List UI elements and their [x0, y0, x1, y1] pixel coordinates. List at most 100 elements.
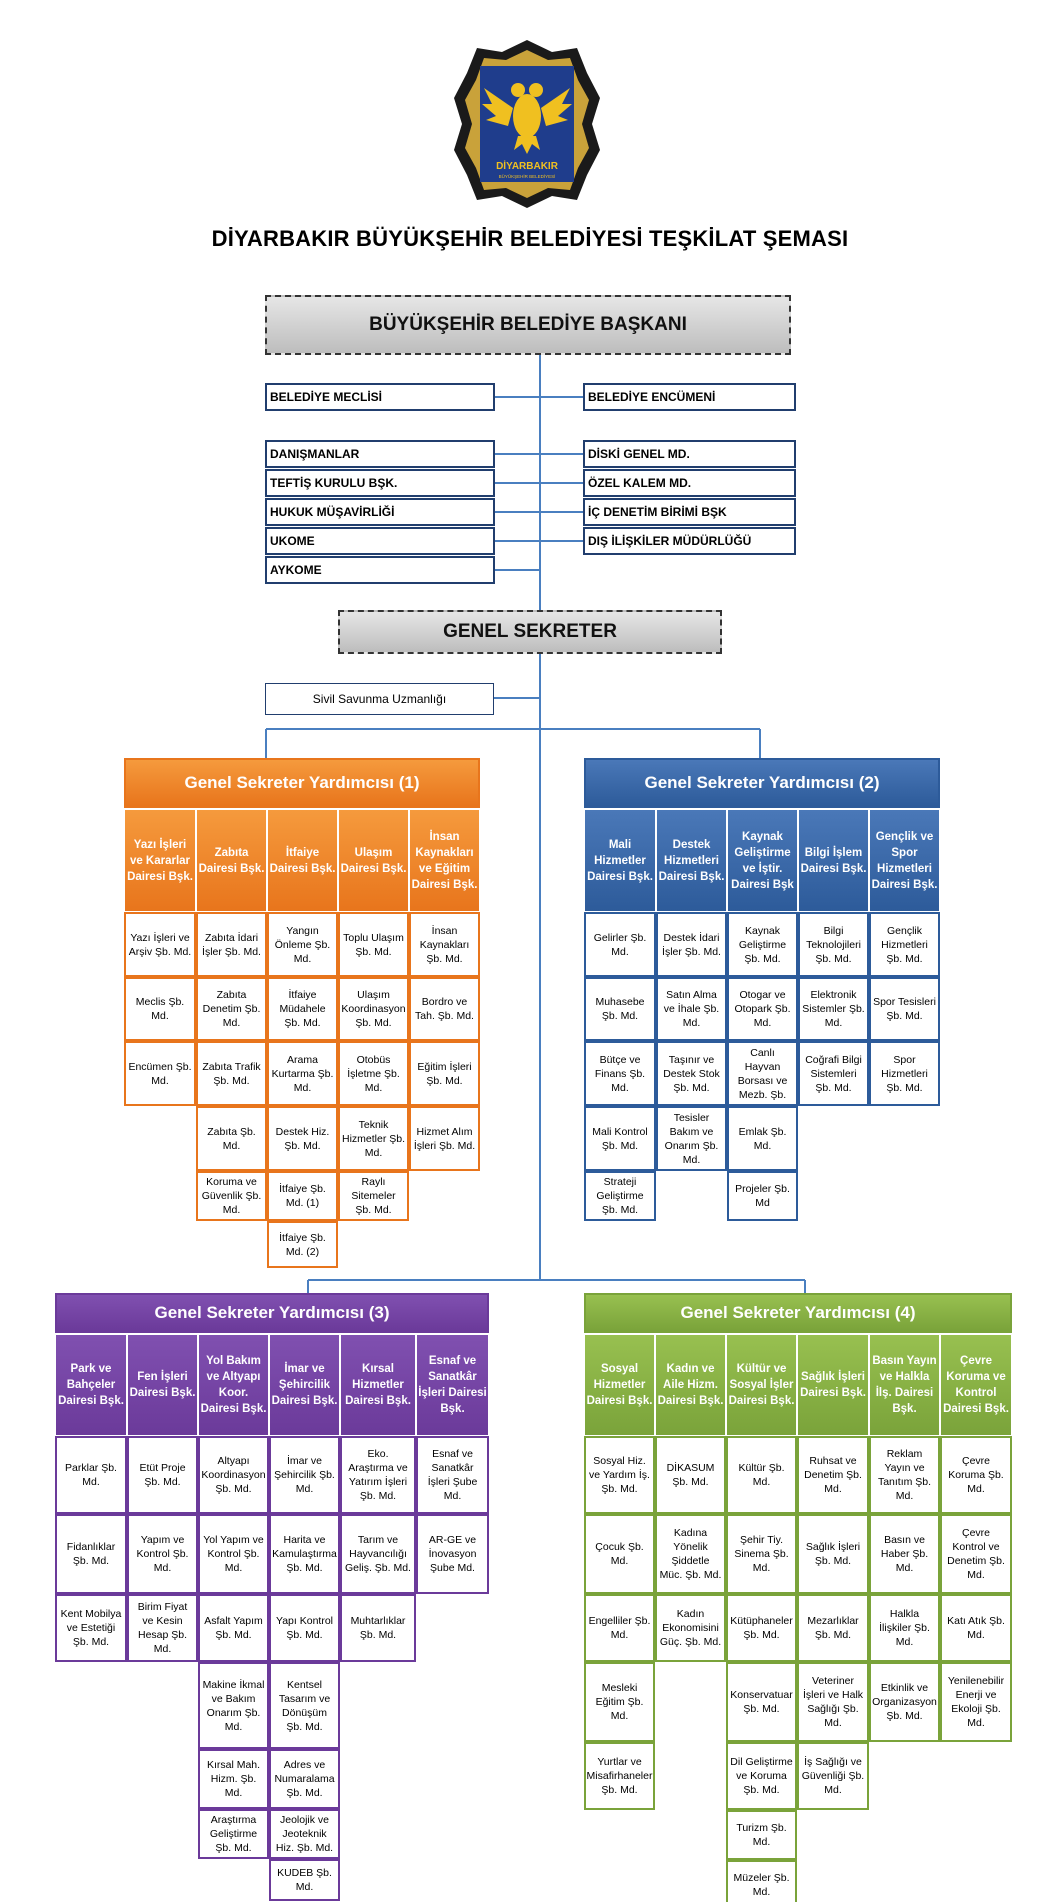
- department-header: Park ve Bahçeler Dairesi Bşk.: [55, 1333, 127, 1436]
- sub-unit-cell: Hizmet Alım İşleri Şb. Md.: [409, 1106, 480, 1171]
- sub-unit-cell: Sağlık İşleri Şb. Md.: [797, 1514, 869, 1594]
- logo-text: DİYARBAKIR: [496, 159, 559, 172]
- department-header: Bilgi İşlem Dairesi Bşk.: [798, 808, 869, 912]
- sub-unit-cell: Konservatuar Şb. Md.: [726, 1662, 797, 1742]
- sub-unit-cell: Halkla İlişkiler Şb. Md.: [869, 1594, 940, 1662]
- sub-unit-cell: Gençlik Hizmetleri Şb. Md.: [869, 912, 940, 977]
- sub-unit-cell: Şehir Tiy. Sinema Şb. Md.: [726, 1514, 797, 1594]
- department-header: İnsan Kaynakları ve Eğitim Dairesi Bşk.: [409, 808, 480, 912]
- sub-unit-cell: Otogar ve Otopark Şb. Md.: [727, 977, 798, 1041]
- sub-unit-cell: Makine İkmal ve Bakım Onarım Şb. Md.: [198, 1662, 269, 1749]
- sub-unit-cell: İmar ve Şehircilik Şb. Md.: [269, 1436, 340, 1514]
- deputy-secretary-box: Genel Sekreter Yardımcısı (2): [584, 758, 940, 808]
- sub-unit-cell: Kent Mobilya ve Estetiği Şb. Md.: [55, 1594, 127, 1662]
- sub-unit-cell: Taşınır ve Destek Stok Şb. Md.: [656, 1041, 727, 1106]
- sub-unit-cell: Kültür Şb. Md.: [726, 1436, 797, 1514]
- sub-unit-cell: AR-GE ve İnovasyon Şube Md.: [416, 1514, 489, 1594]
- sub-unit-cell: Zabıta Denetim Şb. Md.: [196, 977, 267, 1041]
- sub-unit-cell: Kentsel Tasarım ve Dönüşüm Şb. Md.: [269, 1662, 340, 1749]
- sub-unit-cell: Gelirler Şb. Md.: [584, 912, 656, 977]
- sub-unit-cell: Teknik Hizmetler Şb. Md.: [338, 1106, 409, 1171]
- sub-unit-cell: Muhtarlıklar Şb. Md.: [340, 1594, 416, 1662]
- sub-unit-cell: Asfalt Yapım Şb. Md.: [198, 1594, 269, 1662]
- department-header: Kadın ve Aile Hizm. Dairesi Bşk.: [655, 1333, 726, 1436]
- staff-unit-box: AYKOME: [265, 556, 495, 584]
- sub-unit-cell: Kütüphaneler Şb. Md.: [726, 1594, 797, 1662]
- sub-unit-cell: Yol Yapım ve Kontrol Şb. Md.: [198, 1514, 269, 1594]
- department-header: Gençlik ve Spor Hizmetleri Dairesi Bşk.: [869, 808, 940, 912]
- sub-unit-cell: Etkinlik ve Organizasyon Şb. Md.: [869, 1662, 940, 1742]
- sub-unit-cell: Muhasebe Şb. Md.: [584, 977, 656, 1041]
- staff-unit-box: DANIŞMANLAR: [265, 440, 495, 468]
- department-header: Yazı İşleri ve Kararlar Dairesi Bşk.: [124, 808, 196, 912]
- sub-unit-cell: Zabıta Trafik Şb. Md.: [196, 1041, 267, 1106]
- sub-unit-cell: Veteriner İşleri ve Halk Sağlığı Şb. Md.: [797, 1662, 869, 1742]
- sub-unit-cell: Bilgi Teknolojileri Şb. Md.: [798, 912, 869, 977]
- sub-unit-cell: Coğrafi Bilgi Sistemleri Şb. Md.: [798, 1041, 869, 1106]
- department-header: Esnaf ve Sanatkâr İşleri Dairesi Bşk.: [416, 1333, 489, 1436]
- sub-unit-cell: Strateji Geliştirme Şb. Md.: [584, 1171, 656, 1221]
- department-header: Destek Hizmetleri Dairesi Bşk.: [656, 808, 727, 912]
- sub-unit-cell: Koruma ve Güvenlik Şb. Md.: [196, 1171, 267, 1221]
- sub-unit-cell: Zabıta İdari İşler Şb. Md.: [196, 912, 267, 977]
- department-header: Sosyal Hizmetler Dairesi Bşk.: [584, 1333, 655, 1436]
- department-header: Fen İşleri Dairesi Bşk.: [127, 1333, 198, 1436]
- sub-unit-cell: Canlı Hayvan Borsası ve Mezb. Şb.: [727, 1041, 798, 1106]
- sub-unit-cell: Reklam Yayın ve Tanıtım Şb. Md.: [869, 1436, 940, 1514]
- sub-unit-cell: Kırsal Mah. Hizm. Şb. Md.: [198, 1749, 269, 1809]
- sub-unit-cell: Toplu Ulaşım Şb. Md.: [338, 912, 409, 977]
- sub-unit-cell: Encümen Şb. Md.: [124, 1041, 196, 1106]
- sub-unit-cell: Engelliler Şb. Md.: [584, 1594, 655, 1662]
- sub-unit-cell: Destek Hiz. Şb. Md.: [267, 1106, 338, 1171]
- staff-unit-box: TEFTİŞ KURULU BŞK.: [265, 469, 495, 497]
- secretary-box: GENEL SEKRETER: [338, 610, 722, 654]
- sub-unit-cell: Yurtlar ve Misafirhaneler Şb. Md.: [584, 1742, 655, 1810]
- sub-unit-cell: Bütçe ve Finans Şb. Md.: [584, 1041, 656, 1106]
- staff-unit-box: BELEDİYE MECLİSİ: [265, 383, 495, 411]
- department-header: Yol Bakım ve Altyapı Koor. Dairesi Bşk.: [198, 1333, 269, 1436]
- sub-unit-cell: Altyapı Koordinasyon Şb. Md.: [198, 1436, 269, 1514]
- department-header: İtfaiye Dairesi Bşk.: [267, 808, 338, 912]
- sub-unit-cell: Ulaşım Koordinasyon Şb. Md.: [338, 977, 409, 1041]
- staff-unit-box: İÇ DENETİM BİRİMİ BŞK: [583, 498, 796, 526]
- sub-unit-cell: Katı Atık Şb. Md.: [940, 1594, 1012, 1662]
- sub-unit-cell: Kadın Ekonomisini Güç. Şb. Md.: [655, 1594, 726, 1662]
- deputy-secretary-box: Genel Sekreter Yardımcısı (3): [55, 1293, 489, 1333]
- sub-unit-cell: Mali Kontrol Şb. Md.: [584, 1106, 656, 1171]
- sub-unit-cell: Basın ve Haber Şb. Md.: [869, 1514, 940, 1594]
- sub-unit-cell: Projeler Şb. Md: [727, 1171, 798, 1221]
- sub-unit-cell: Meclis Şb. Md.: [124, 977, 196, 1041]
- staff-unit-box: ÖZEL KALEM MD.: [583, 469, 796, 497]
- sub-unit-cell: DİKASUM Şb. Md.: [655, 1436, 726, 1514]
- sub-unit-cell: KUDEB Şb. Md.: [269, 1859, 340, 1901]
- sub-unit-cell: Sosyal Hiz. ve Yardım İş. Şb. Md.: [584, 1436, 655, 1514]
- sub-unit-cell: Yenilenebilir Enerji ve Ekoloji Şb. Md.: [940, 1662, 1012, 1742]
- sub-unit-cell: Kadına Yönelik Şiddetle Müc. Şb. Md.: [655, 1514, 726, 1594]
- sub-unit-cell: Çevre Kontrol ve Denetim Şb. Md.: [940, 1514, 1012, 1594]
- staff-unit-box: BELEDİYE ENCÜMENİ: [583, 383, 796, 411]
- staff-unit-box: UKOME: [265, 527, 495, 555]
- sub-unit-cell: Yangın Önleme Şb. Md.: [267, 912, 338, 977]
- sub-unit-cell: Eğitim İşleri Şb. Md.: [409, 1041, 480, 1106]
- deputy-secretary-box: Genel Sekreter Yardımcısı (1): [124, 758, 480, 808]
- department-header: Mali Hizmetler Dairesi Bşk.: [584, 808, 656, 912]
- department-header: Kırsal Hizmetler Dairesi Bşk.: [340, 1333, 416, 1436]
- department-header: İmar ve Şehircilik Dairesi Bşk.: [269, 1333, 340, 1436]
- department-header: Kültür ve Sosyal İşler Dairesi Bşk.: [726, 1333, 797, 1436]
- sub-unit-cell: İtfaiye Müdahele Şb. Md.: [267, 977, 338, 1041]
- sub-unit-cell: Eko. Araştırma ve Yatırım İşleri Şb. Md.: [340, 1436, 416, 1514]
- sub-unit-cell: Jeolojik ve Jeoteknik Hiz. Şb. Md.: [269, 1809, 340, 1859]
- sub-unit-cell: Adres ve Numaralama Şb. Md.: [269, 1749, 340, 1809]
- sub-unit-cell: Yapım ve Kontrol Şb. Md.: [127, 1514, 198, 1594]
- sub-unit-cell: Etüt Proje Şb. Md.: [127, 1436, 198, 1514]
- sub-unit-cell: Spor Hizmetleri Şb. Md.: [869, 1041, 940, 1106]
- sub-unit-cell: Zabıta Şb. Md.: [196, 1106, 267, 1171]
- sub-unit-cell: Çocuk Şb. Md.: [584, 1514, 655, 1594]
- sub-unit-cell: Harita ve Kamulaştırma Şb. Md.: [269, 1514, 340, 1594]
- sub-unit-cell: Tesisler Bakım ve Onarım Şb. Md.: [656, 1106, 727, 1171]
- sub-unit-cell: Destek İdari İşler Şb. Md.: [656, 912, 727, 977]
- department-header: Çevre Koruma ve Kontrol Dairesi Bşk.: [940, 1333, 1012, 1436]
- logo-subtext: BÜYÜKŞEHİR BELEDİYESİ: [499, 173, 556, 179]
- sub-unit-cell: Kaynak Geliştirme Şb. Md.: [727, 912, 798, 977]
